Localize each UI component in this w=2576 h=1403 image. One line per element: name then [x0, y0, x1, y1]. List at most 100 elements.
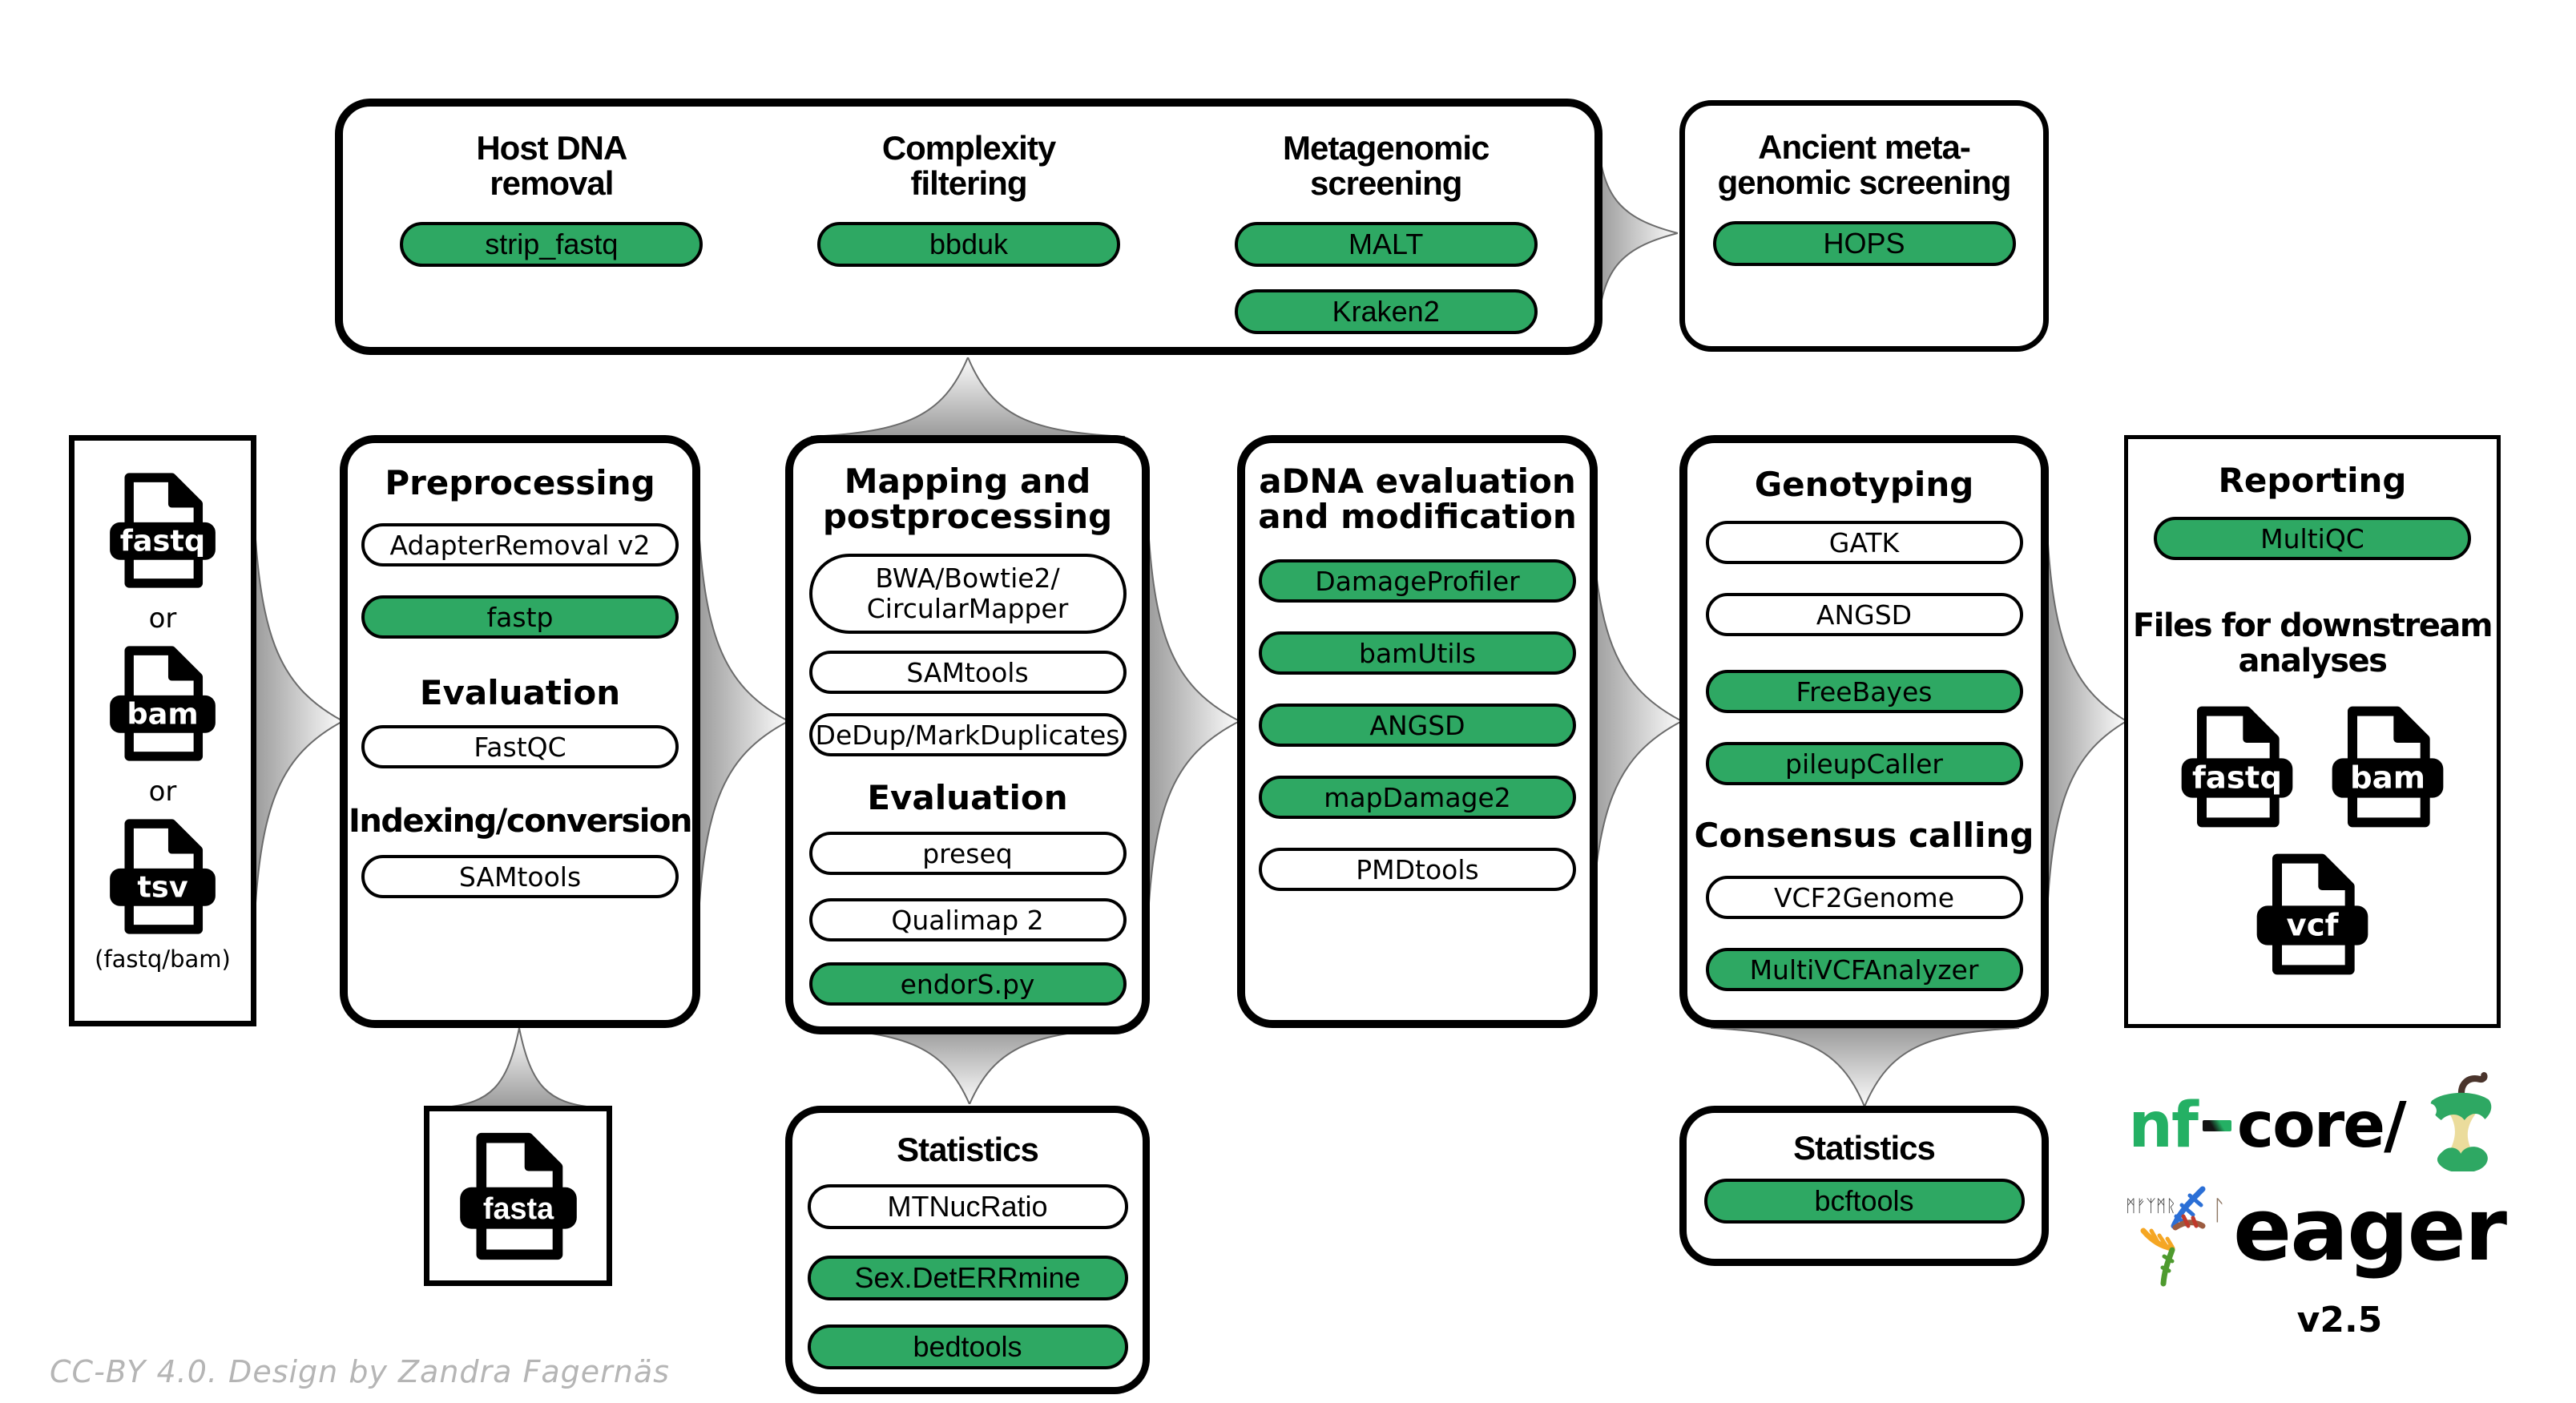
malt-label: MALT — [1348, 228, 1424, 260]
statistics-genotyping-title: Statistics — [1793, 1129, 1936, 1167]
bamutils-pill: bamUtils — [1259, 631, 1576, 675]
strip-fastq-label: strip_fastq — [485, 228, 619, 260]
adapterremoval-label: AdapterRemoval v2 — [389, 529, 651, 561]
bcftools-pill: bcftools — [1703, 1179, 2025, 1224]
downstream-files-row: fastq bam — [2176, 703, 2449, 831]
arrow-genotyping-to-statistics-icon — [1711, 1028, 2019, 1107]
svg-text:fastq: fastq — [120, 523, 205, 558]
samtools-pill: SAMtools — [361, 855, 679, 898]
input-files-box: fastq or bam or tsv (fastq/bam) — [69, 435, 256, 1026]
adapterremoval-pill: AdapterRemoval v2 — [361, 523, 679, 566]
mapdamage2-pill: mapDamage2 — [1259, 776, 1576, 819]
genotyping-box: Genotyping GATK ANGSD FreeBayes pileupCa… — [1679, 435, 2049, 1028]
eager-wordmark: ᛗᚠᛉᛗᚱ ᛚ eager — [2115, 1167, 2516, 1295]
rune-text-left: ᛗᚠᛉᛗᚱ — [2126, 1196, 2176, 1216]
bedtools-pill: bedtools — [807, 1324, 1128, 1369]
reporting-title: Reporting — [2218, 461, 2407, 500]
bamutils-label: bamUtils — [1359, 637, 1476, 669]
fastq-file-icon: fastq — [110, 473, 216, 588]
arrow-mapping-to-topbox-icon — [811, 357, 1125, 437]
preseq-pill: preseq — [808, 832, 1127, 875]
preprocessing-box: Preprocessing AdapterRemoval v2 fastp Ev… — [340, 435, 700, 1028]
svg-text:vcf: vcf — [2287, 908, 2340, 944]
strip-fastq-pill: strip_fastq — [400, 222, 703, 267]
bam-file-icon: bam — [110, 646, 216, 761]
multiqc-pill: MultiQC — [2154, 517, 2471, 560]
vcf2genome-pill: VCF2Genome — [1705, 876, 2023, 919]
arrow-input-to-preprocessing-icon — [253, 497, 343, 945]
statistics-genotyping-box: Statistics bcftools — [1679, 1106, 2049, 1266]
mapping-evaluation-heading: Evaluation — [867, 778, 1068, 817]
bam-output-file-icon: bam — [2332, 706, 2444, 828]
bbduk-pill: bbduk — [817, 222, 1120, 267]
preseq-label: preseq — [922, 837, 1013, 869]
nf-core-wordmark: nf core/ — [2115, 1072, 2516, 1171]
kraken2-label: Kraken2 — [1332, 295, 1440, 328]
sexdeterrmine-label: Sex.DetERRmine — [854, 1261, 1081, 1294]
eager-text: eager — [2233, 1180, 2507, 1280]
svg-text:fasta: fasta — [482, 1192, 554, 1226]
svg-text:bam: bam — [2350, 760, 2425, 796]
damageprofiler-label: DamageProfiler — [1315, 565, 1520, 597]
version-text: v2.5 — [2296, 1300, 2383, 1341]
genotyping-title: Genotyping — [1754, 465, 1974, 504]
bcftools-label: bcftools — [1814, 1184, 1914, 1217]
arrow-topbox-to-ancient-icon — [1598, 138, 1678, 329]
arrow-fasta-to-preprocessing-icon — [445, 1028, 593, 1107]
mtnucratio-pill: MTNucRatio — [807, 1184, 1128, 1229]
bedtools-label: bedtools — [913, 1330, 1022, 1363]
fastq-output-file-icon: fastq — [2181, 706, 2293, 828]
angsd-genotyping-pill: ANGSD — [1705, 593, 2023, 636]
pileupcaller-label: pileupCaller — [1785, 748, 1943, 780]
multivcfanalyzer-pill: MultiVCFAnalyzer — [1705, 948, 2023, 991]
arrow-genotyping-to-reporting-icon — [2046, 497, 2127, 945]
freebayes-pill: FreeBayes — [1705, 670, 2023, 713]
license-credit-text: CC-BY 4.0. Design by Zandra Fagernäs — [50, 1354, 670, 1389]
dna-helix-icon: ᛗᚠᛉᛗᚱ ᛚ — [2126, 1186, 2227, 1287]
arrow-adna-to-genotyping-icon — [1590, 497, 1682, 945]
statistics-mapping-title: Statistics — [897, 1131, 1039, 1168]
fastp-label: fastp — [486, 601, 554, 633]
or-text: or — [148, 776, 177, 808]
freebayes-label: FreeBayes — [1796, 675, 1933, 708]
kraken2-pill: Kraken2 — [1234, 289, 1538, 334]
hops-pill: HOPS — [1712, 221, 2016, 266]
nf-core-eager-logo: nf core/ ᛗᚠᛉᛗᚱ ᛚ — [2115, 1072, 2516, 1341]
core-text: core/ — [2236, 1090, 2407, 1162]
fastp-pill: fastp — [361, 595, 679, 639]
endors-py-pill: endorS.py — [808, 962, 1127, 1006]
angsd-adna-pill: ANGSD — [1259, 704, 1576, 747]
damageprofiler-pill: DamageProfiler — [1259, 559, 1576, 603]
arrow-mapping-to-statistics-icon — [813, 1028, 1126, 1104]
vcf-output-file-icon: vcf — [2256, 853, 2368, 975]
ancient-metagenomic-screening-box: Ancient meta-genomic screening HOPS — [1679, 100, 2049, 352]
nf-text: nf — [2128, 1090, 2198, 1162]
samtools-label: SAMtools — [458, 861, 582, 893]
fastqc-pill: FastQC — [361, 725, 679, 768]
tsv-file-icon: tsv — [110, 819, 216, 934]
svg-text:tsv: tsv — [137, 869, 187, 904]
pmdtools-label: PMDtools — [1356, 853, 1479, 885]
mtnucratio-label: MTNucRatio — [887, 1190, 1048, 1223]
consensus-calling-heading: Consensus calling — [1694, 816, 2034, 855]
gatk-pill: GATK — [1705, 521, 2023, 564]
qualimap2-pill: Qualimap 2 — [808, 898, 1127, 941]
dedup-markduplicates-label: DeDup/MarkDuplicates — [815, 719, 1120, 751]
arrow-preprocessing-to-mapping-icon — [697, 497, 788, 945]
svg-text:fastq: fastq — [2192, 760, 2282, 796]
or-text: or — [148, 603, 177, 635]
fasta-file-icon: fasta — [459, 1132, 577, 1260]
fasta-reference-box: fasta — [424, 1106, 612, 1286]
